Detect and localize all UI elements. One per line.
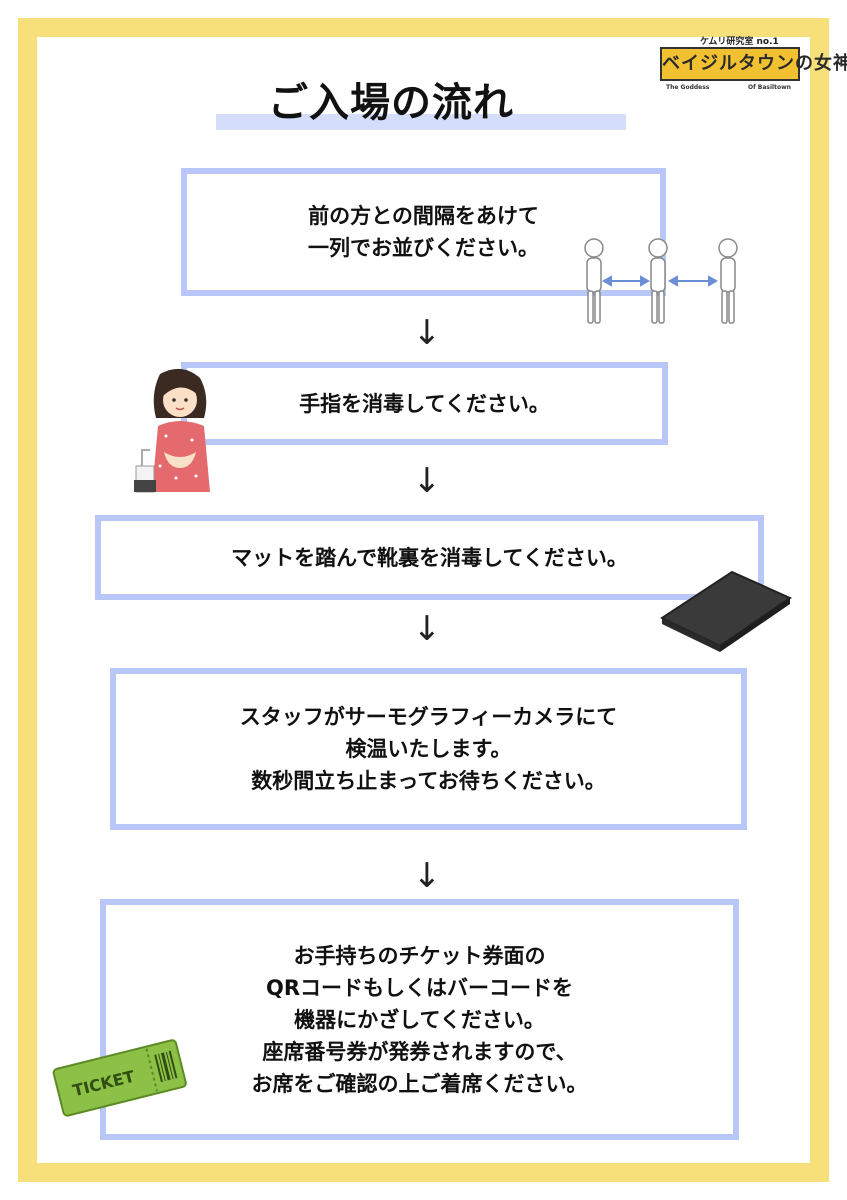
logo-sub-right: Of Basiltown	[748, 84, 791, 91]
person-icon	[648, 238, 668, 324]
step-3-box: マットを踏んで靴裏を消毒してください。	[95, 515, 764, 600]
step-1-box: 前の方との間隔をあけて 一列でお並びください。	[181, 168, 666, 296]
step-5-line-3: 機器にかざしてください。	[294, 1007, 545, 1032]
step-4-line-1: スタッフがサーモグラフィーカメラにて	[239, 705, 618, 729]
flow-arrow-2: ↓	[412, 461, 442, 501]
logo-top-text: ケムリ研究室 no.1	[700, 37, 779, 47]
step-5-line-2: QRコードもしくはバーコードを	[265, 975, 574, 1000]
step-1-line-1: 前の方との間隔をあけて	[308, 204, 539, 228]
step-4-box: スタッフがサーモグラフィーカメラにて 検温いたします。 数秒間立ち止まってお待ち…	[110, 668, 747, 830]
hand-sanitizing-woman-illustration	[134, 368, 210, 493]
step-2-box: 手指を消毒してください。	[181, 362, 668, 445]
person-icon	[584, 238, 604, 324]
double-arrow-icon	[601, 275, 719, 287]
step-4-line-2: 検温いたします。	[345, 737, 512, 761]
flow-arrow-1: ↓	[412, 313, 442, 353]
queue-spacing-illustration	[584, 238, 738, 324]
disinfection-mat-illustration	[659, 570, 793, 652]
step-5-line-5: お席をご確認の上ご着席ください。	[251, 1071, 588, 1096]
step-1-line-2: 一列でお並びください。	[308, 236, 539, 260]
flow-arrow-3: ↓	[412, 609, 442, 649]
step-3-line-1: マットを踏んで靴裏を消毒してください。	[231, 545, 628, 570]
step-4-line-3: 数秒間立ち止まってお待ちください。	[251, 769, 606, 793]
page-title: ご入場の流れ	[268, 80, 514, 126]
ticket-illustration: TICKET	[52, 1039, 187, 1117]
step-5-line-1: お手持ちのチケット券面の	[293, 943, 546, 968]
logo-main-text: ベイジルタウンの女神	[660, 47, 847, 81]
step-5-line-4: 座席番号券が発券されますので、	[262, 1039, 577, 1064]
step-2-line-1: 手指を消毒してください。	[299, 391, 550, 416]
show-logo: ケムリ研究室 no.1 ベイジルタウンの女神 The Goddess Of Ba…	[660, 34, 847, 98]
title-underline	[216, 114, 626, 130]
logo-sub-left: The Goddess	[666, 84, 710, 91]
flow-arrow-4: ↓	[412, 856, 442, 896]
step-5-box: お手持ちのチケット券面の QRコードもしくはバーコードを 機器にかざしてください…	[100, 899, 739, 1140]
person-icon	[718, 238, 738, 324]
